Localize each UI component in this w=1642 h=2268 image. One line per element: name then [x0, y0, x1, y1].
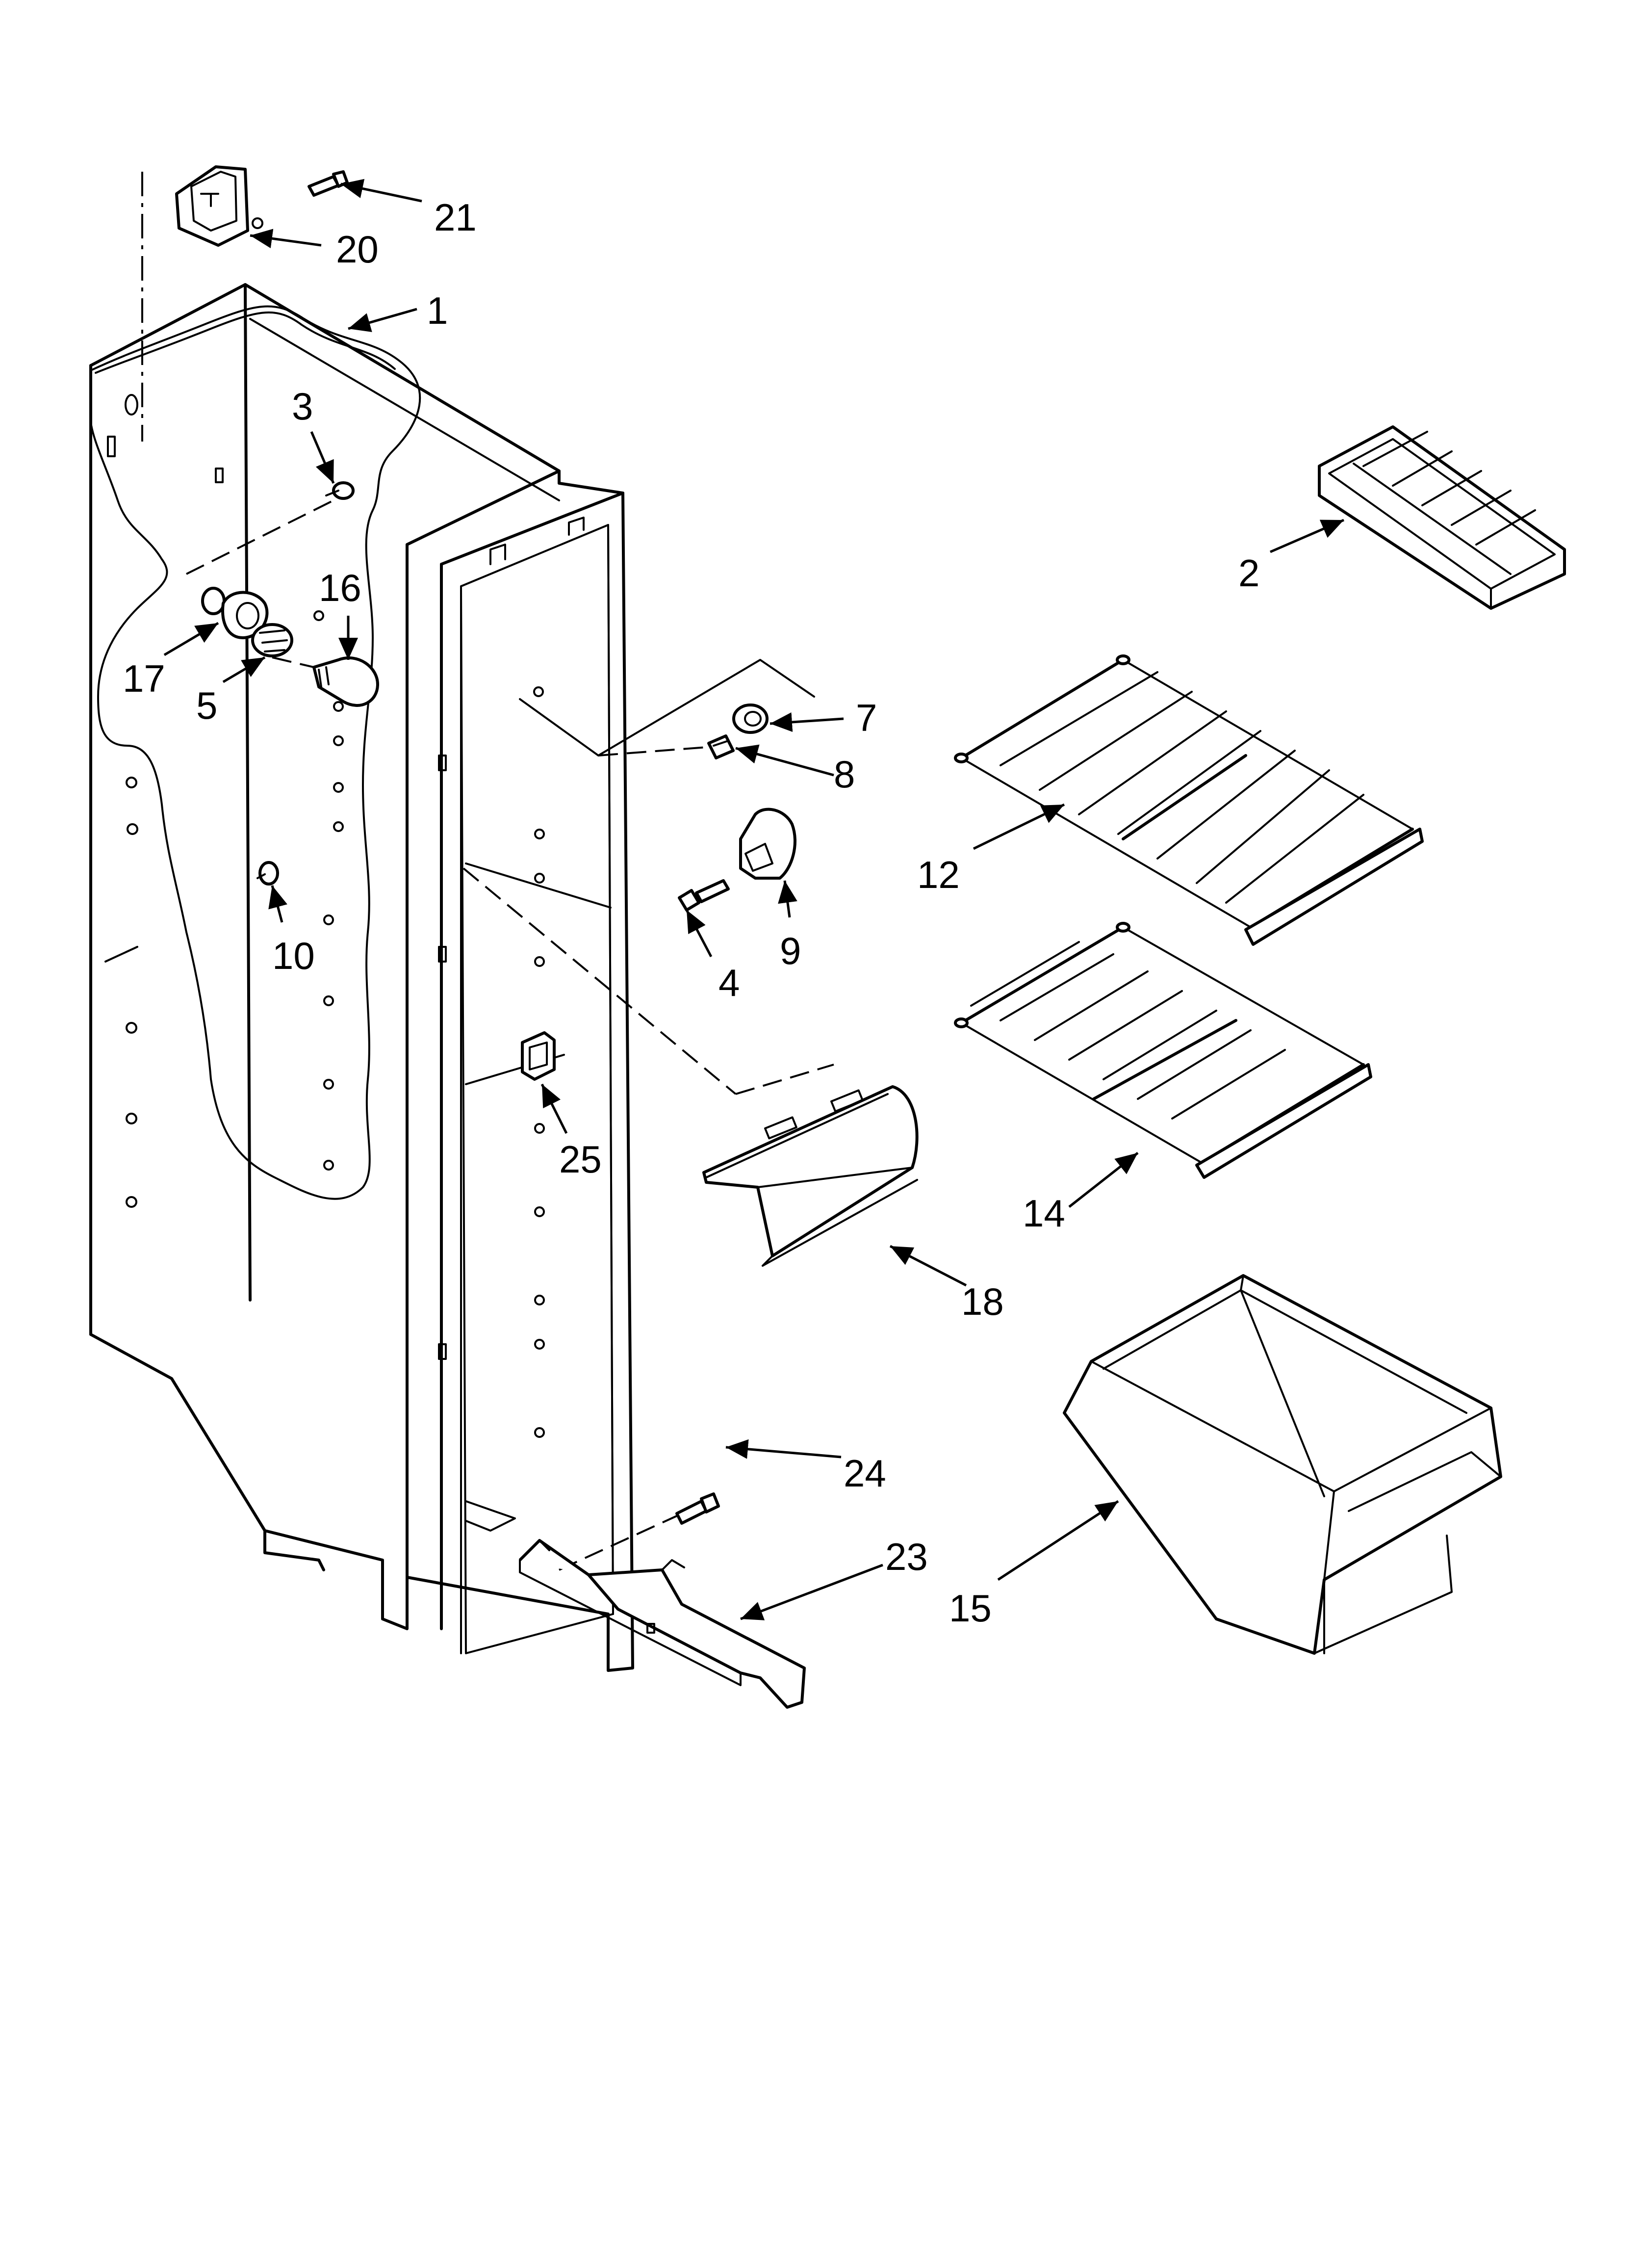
callout-labels: 21 20 1 3 2 16 17 5 7 8 12 9 4 10 25 14 … [123, 196, 1259, 1630]
part-12-wire-shelf [954, 654, 1424, 946]
part-4-screw [678, 879, 730, 912]
part-2-ice-tray [1318, 425, 1566, 610]
leader-arrows [163, 179, 1344, 1620]
callout-15: 15 [949, 1587, 992, 1630]
part-7-bushing [732, 704, 769, 734]
part-10-screw [257, 861, 279, 886]
callout-7: 7 [856, 696, 877, 739]
part-3-screw [325, 481, 355, 500]
part-9-shelf-bracket [739, 808, 796, 880]
part-18-cover-rail [702, 1085, 919, 1267]
callout-21: 21 [434, 196, 477, 239]
callout-18: 18 [961, 1280, 1004, 1323]
part-23-bottom-rail [518, 1539, 806, 1709]
part-1-freezer-liner [89, 283, 634, 1672]
callout-1: 1 [427, 289, 448, 332]
callout-5: 5 [196, 684, 217, 727]
callout-4: 4 [718, 961, 740, 1004]
callout-16: 16 [319, 566, 361, 609]
callout-9: 9 [780, 929, 801, 972]
callout-25: 25 [559, 1138, 602, 1181]
callout-20: 20 [336, 228, 379, 271]
callout-3: 3 [292, 385, 313, 428]
callout-10: 10 [272, 934, 315, 977]
part-16-light-bulb [312, 656, 379, 707]
callout-24: 24 [844, 1452, 886, 1495]
part-20-light-housing [175, 165, 263, 247]
part-14-wire-shelf [954, 922, 1372, 1179]
part-25-switch [521, 1031, 556, 1081]
callout-8: 8 [834, 753, 855, 796]
part-24-screw [675, 1492, 720, 1525]
part-5-light-shield [251, 623, 293, 657]
callout-17: 17 [123, 657, 165, 700]
reference-line [519, 659, 815, 756]
callout-2: 2 [1238, 551, 1259, 595]
part-15-storage-bin [1063, 1274, 1502, 1655]
part-8-screw [707, 734, 735, 759]
callout-23: 23 [885, 1535, 928, 1578]
callout-14: 14 [1023, 1192, 1065, 1235]
part-17-light-socket [201, 587, 269, 639]
callout-12: 12 [917, 853, 960, 896]
